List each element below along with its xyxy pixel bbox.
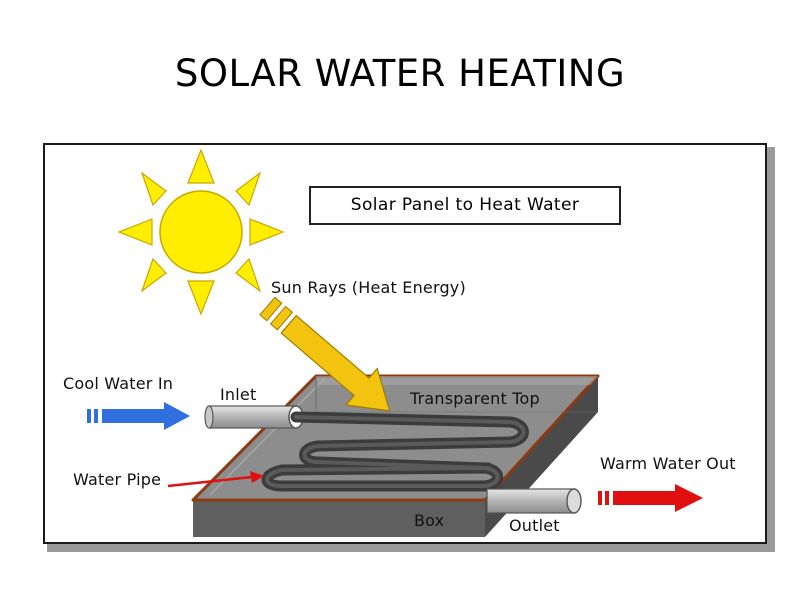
- sun-ray-arrow-icon: [259, 296, 391, 412]
- label-outlet: Outlet: [509, 516, 560, 535]
- label-water-pipe: Water Pipe: [73, 470, 162, 489]
- label-transparent-top: Transparent Top: [410, 389, 540, 408]
- warm-water-arrow-icon: [598, 484, 703, 512]
- label-cool-water-in: Cool Water In: [63, 374, 174, 393]
- sun-icon: [117, 148, 285, 316]
- diagram-caption: Solar Panel to Heat Water: [309, 186, 621, 225]
- water-pipe-pointer: [167, 471, 264, 488]
- inlet-pipe: [204, 405, 304, 429]
- slide-title: SOLAR WATER HEATING: [174, 52, 626, 95]
- label-inlet: Inlet: [220, 385, 257, 404]
- cool-water-arrow-icon: [87, 402, 190, 430]
- label-sun-rays: Sun Rays (Heat Energy): [271, 278, 466, 297]
- outlet-pipe: [486, 488, 582, 514]
- label-warm-water-out: Warm Water Out: [600, 454, 736, 473]
- label-box: Box: [414, 511, 445, 530]
